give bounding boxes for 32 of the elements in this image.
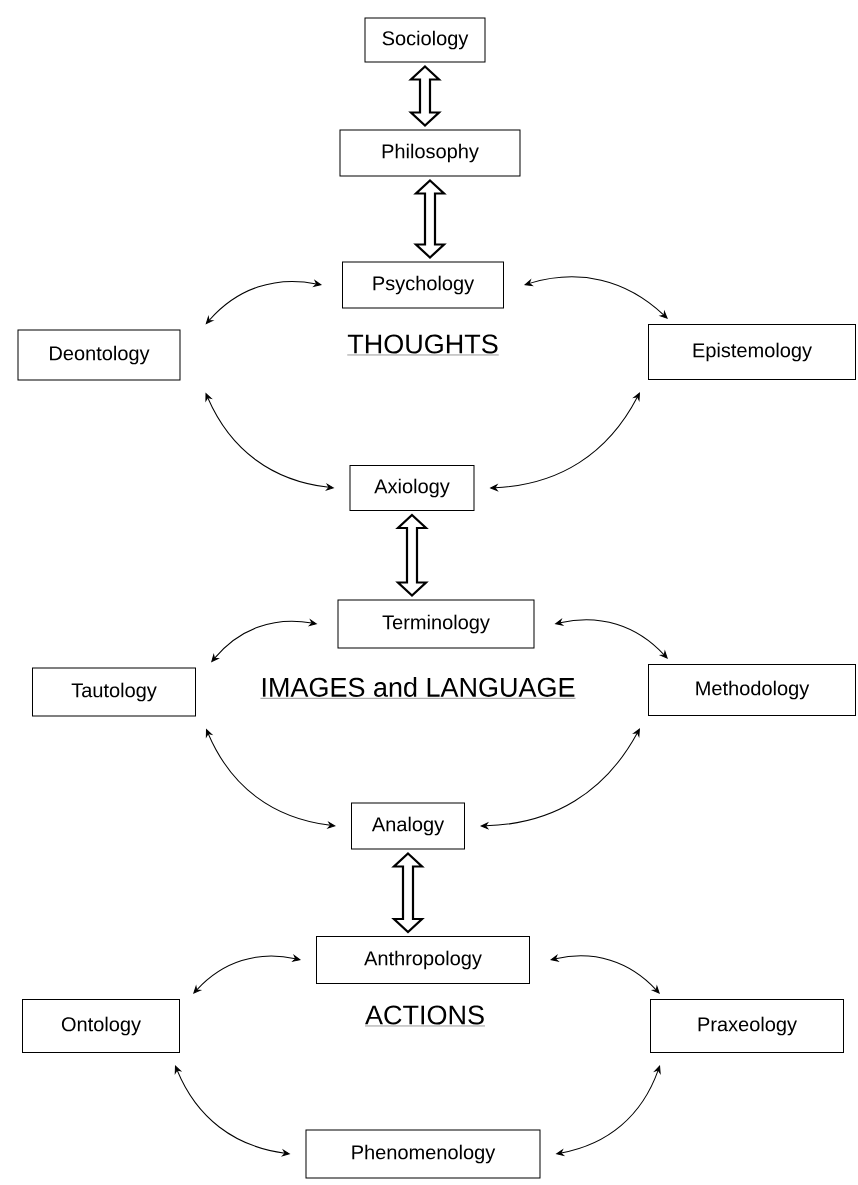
curved-arrow [174,1065,290,1157]
section-heading: IMAGES and LANGUAGE [260,677,576,699]
curved-arrow [490,392,640,491]
double-arrow [391,852,425,934]
double-arrow [395,513,429,597]
topic-box: Tautology [32,667,196,717]
double-arrow [413,179,447,259]
topic-box: Deontology [17,329,181,381]
double-arrow [408,65,442,127]
topic-box: Analogy [351,802,465,850]
curved-arrow [556,1065,661,1156]
section-heading: THOUGHTS [347,334,499,356]
topic-box: Methodology [648,664,856,716]
topic-box: Psychology [342,261,504,309]
curved-arrow [555,619,668,659]
topic-box: Sociology [364,17,486,63]
curved-arrow [480,728,640,830]
topic-box: Phenomenology [305,1129,541,1179]
topic-box: Philosophy [339,129,521,177]
topic-box: Epistemology [648,324,856,380]
curved-arrow [205,393,334,491]
curved-arrow [205,280,322,325]
curved-arrow [550,955,660,994]
topic-box: Ontology [22,999,180,1053]
curved-arrow [205,729,336,829]
topic-box: Axiology [349,465,475,511]
curved-arrow [211,619,317,663]
topic-box: Praxeology [650,999,844,1053]
curved-arrow [524,276,668,319]
topic-box: Terminology [337,599,535,649]
curved-arrow [193,955,301,994]
topic-box: Anthropology [316,936,530,984]
